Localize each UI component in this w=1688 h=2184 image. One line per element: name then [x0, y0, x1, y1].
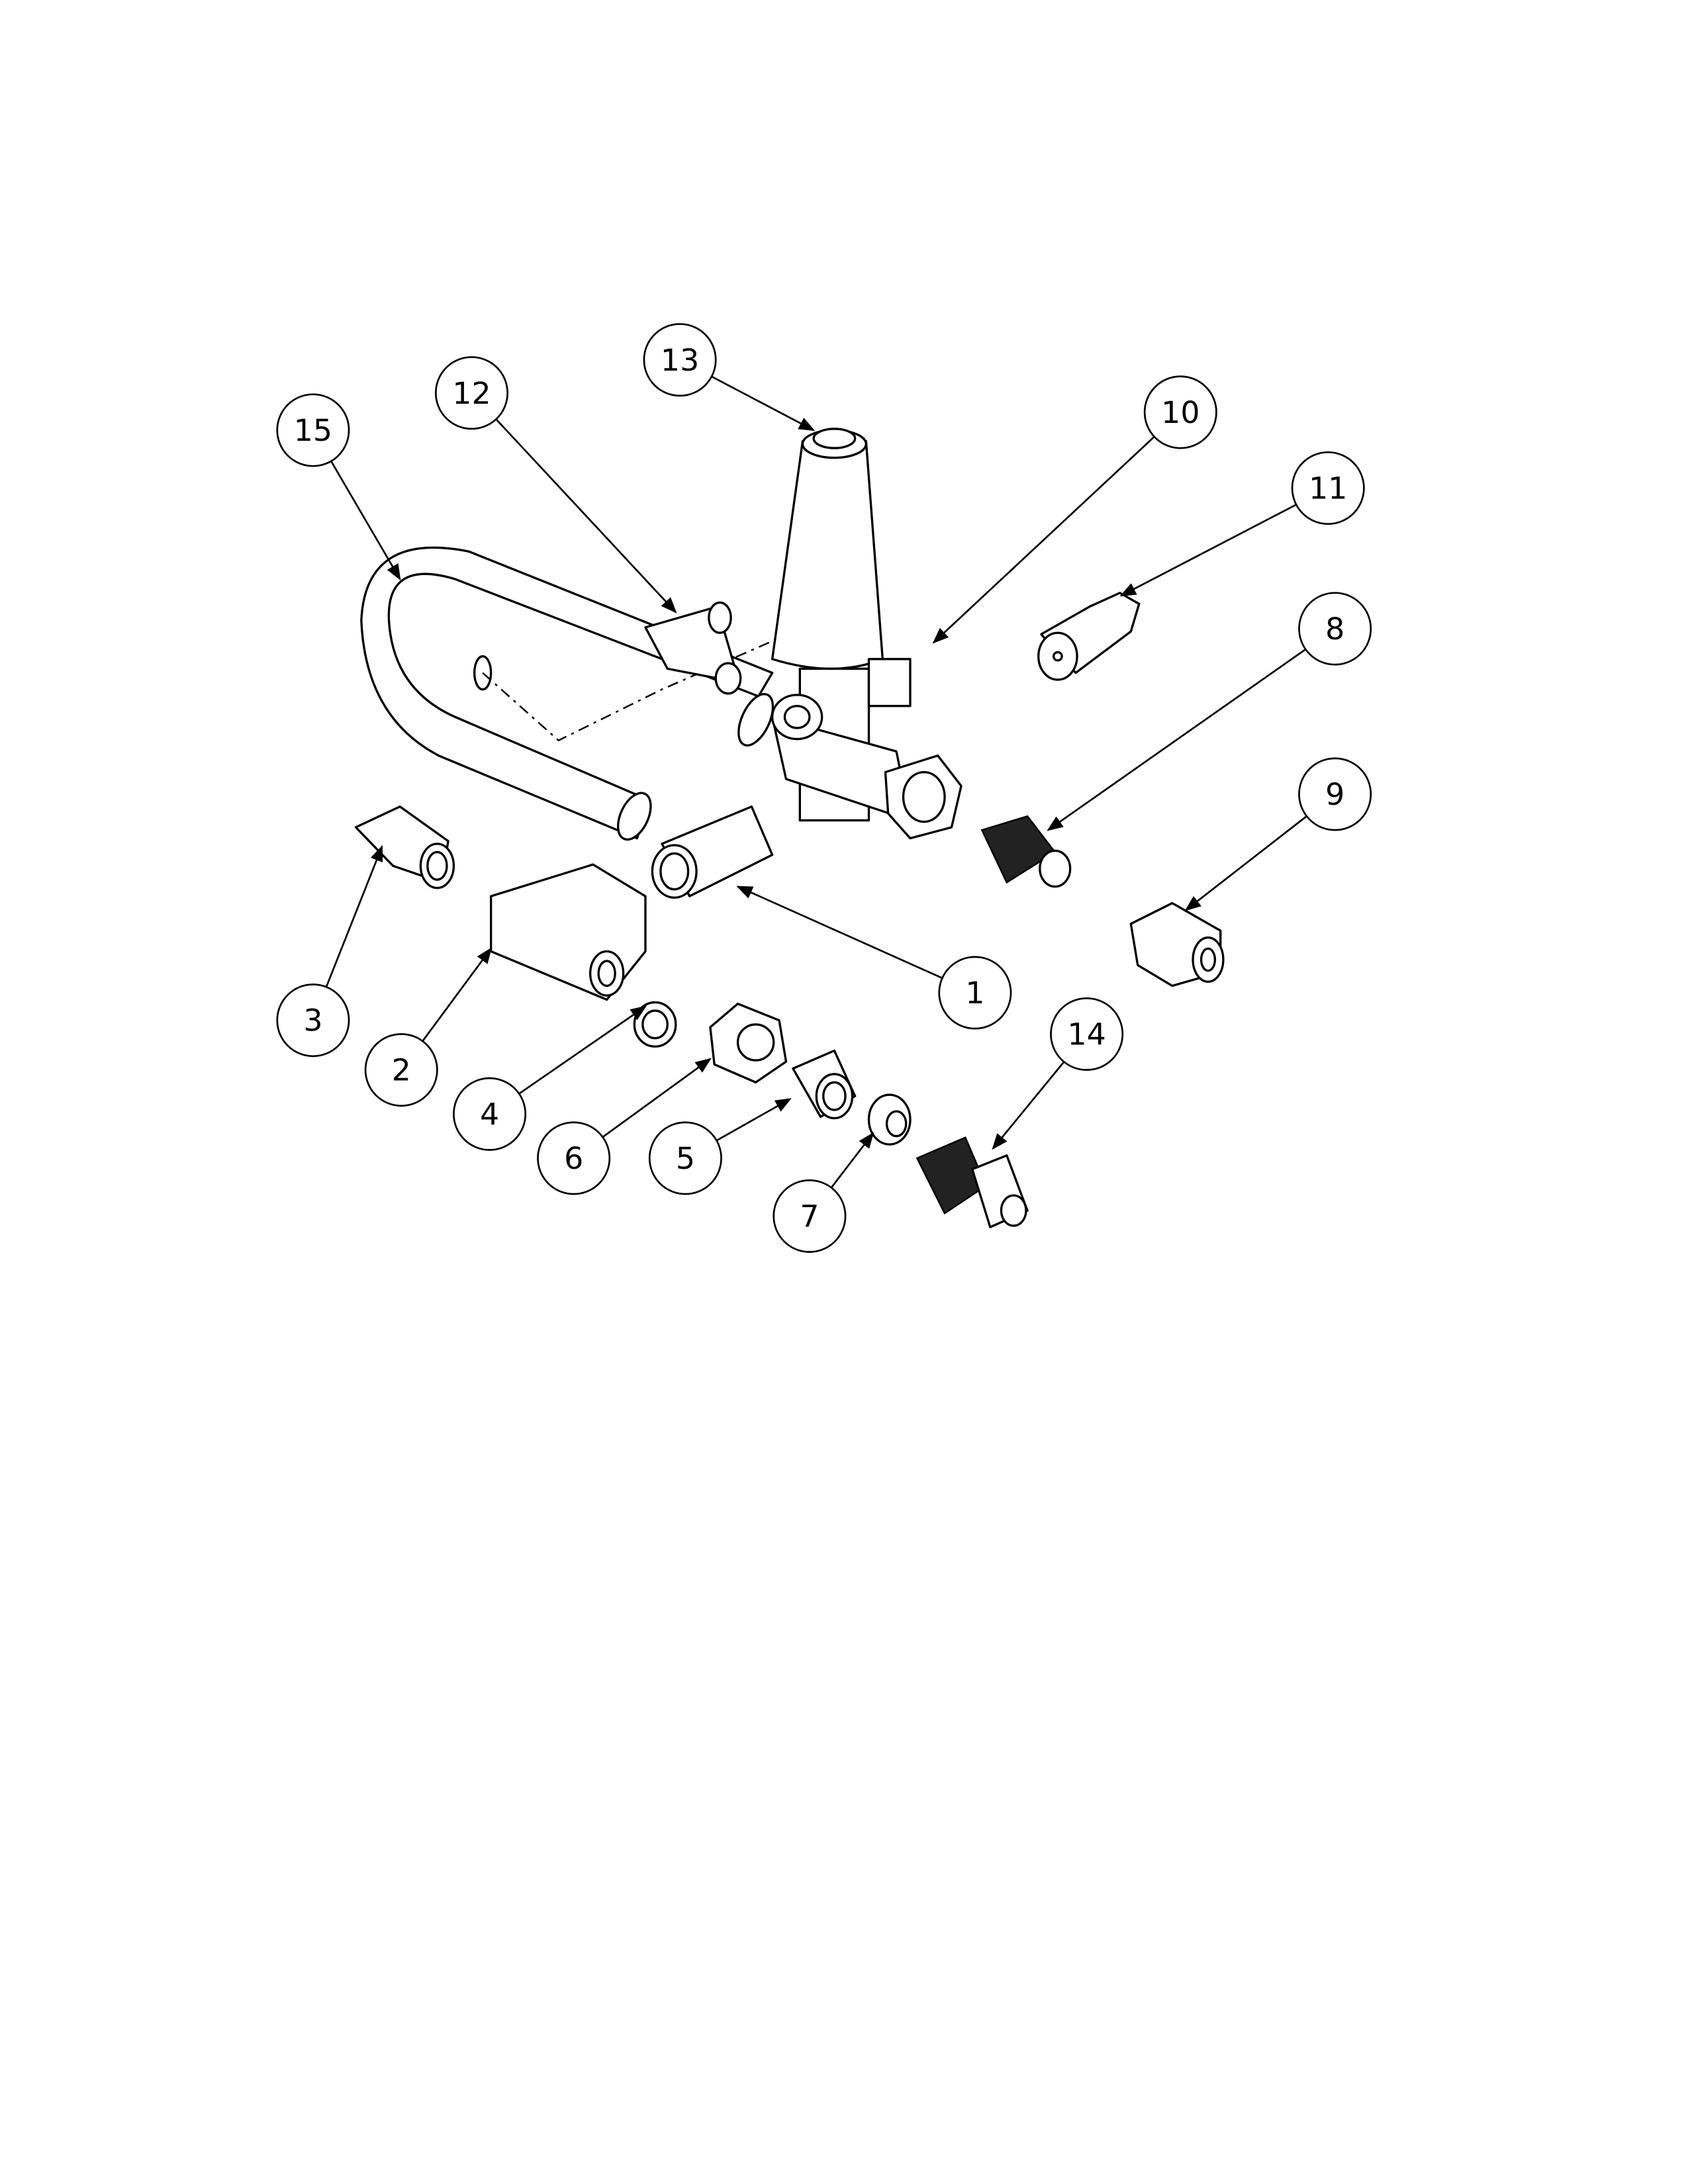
- balloon-circle: [1298, 757, 1372, 831]
- balloon-15: 15: [276, 393, 401, 581]
- balloon-circle: [276, 393, 350, 467]
- part-9-coupler: [1129, 901, 1225, 987]
- part-12-fitting: [644, 601, 742, 695]
- balloon-8: 8: [1047, 592, 1372, 831]
- balloon-number: 5: [676, 1140, 695, 1176]
- balloon-circle: [276, 983, 350, 1058]
- balloon-circle: [938, 956, 1012, 1030]
- leader-arrow: [1184, 815, 1307, 911]
- balloon-3: 3: [276, 844, 383, 1058]
- balloon-circle: [1298, 592, 1372, 666]
- leader-arrow: [711, 375, 816, 432]
- leader-arrow: [602, 1058, 712, 1138]
- part-valve-body: [771, 428, 962, 840]
- balloon-circle: [643, 323, 717, 397]
- leader-arrow: [992, 1061, 1065, 1150]
- balloon-circle: [364, 1033, 438, 1107]
- balloon-6: 6: [537, 1058, 712, 1195]
- balloon-number: 14: [1068, 1017, 1106, 1052]
- leader-arrow: [422, 947, 492, 1042]
- part-2-tee-block: [490, 863, 647, 1001]
- leader-arrow: [325, 844, 383, 987]
- part-hose: [360, 546, 774, 841]
- leader-arrow: [495, 418, 677, 614]
- part-11-nipple: [1037, 592, 1141, 681]
- balloon-14: 14: [992, 997, 1124, 1150]
- balloon-10: 10: [932, 375, 1217, 644]
- leader-arrow: [1047, 649, 1307, 831]
- leader-arrow: [330, 461, 401, 581]
- balloon-circle: [453, 1077, 527, 1151]
- part-7-seal: [867, 1093, 912, 1146]
- balloon-13: 13: [643, 323, 816, 432]
- leader-arrow: [830, 1132, 874, 1189]
- balloon-circle: [537, 1121, 611, 1195]
- leader-arrow: [518, 1005, 647, 1095]
- balloon-number: 4: [480, 1096, 499, 1132]
- balloon-number: 8: [1325, 611, 1344, 647]
- parts: [354, 428, 1225, 1228]
- balloon-number: 9: [1325, 776, 1344, 812]
- balloon-circle: [648, 1121, 722, 1195]
- balloon-9: 9: [1184, 757, 1372, 911]
- balloon-number: 12: [452, 375, 491, 411]
- balloon-number: 15: [294, 412, 332, 448]
- balloon-2: 2: [364, 947, 492, 1107]
- part-1-adapter: [651, 805, 774, 899]
- balloon-number: 2: [392, 1052, 411, 1088]
- leader-arrow: [1119, 504, 1297, 597]
- balloon-4: 4: [453, 1005, 647, 1151]
- balloon-number: 7: [800, 1199, 819, 1234]
- balloon-number: 3: [303, 1003, 322, 1038]
- balloon-circle: [1143, 375, 1217, 449]
- balloon-circle: [1050, 997, 1124, 1071]
- leader-arrow: [716, 1098, 792, 1142]
- balloon-7: 7: [773, 1132, 874, 1253]
- balloon-12: 12: [434, 356, 677, 614]
- balloon-11: 11: [1119, 451, 1365, 597]
- part-14-quick-connect: [915, 1136, 1029, 1228]
- balloon-number: 11: [1309, 471, 1347, 506]
- balloon-circle: [434, 356, 509, 430]
- balloon-number: 10: [1161, 394, 1199, 430]
- part-3-fitting: [354, 805, 455, 889]
- balloon-5: 5: [648, 1098, 792, 1195]
- part-8-threaded-nipple: [980, 815, 1072, 888]
- balloon-circle: [1291, 451, 1365, 525]
- part-5-sleeve: [792, 1049, 857, 1120]
- leader-arrow: [932, 435, 1155, 644]
- part-6-hex-nut: [709, 1003, 788, 1084]
- balloon-number: 6: [564, 1140, 583, 1176]
- balloon-number: 1: [965, 975, 984, 1011]
- balloon-circle: [773, 1179, 847, 1253]
- balloon-1: 1: [736, 886, 1012, 1030]
- leader-arrow: [736, 886, 943, 979]
- balloon-number: 13: [661, 342, 699, 378]
